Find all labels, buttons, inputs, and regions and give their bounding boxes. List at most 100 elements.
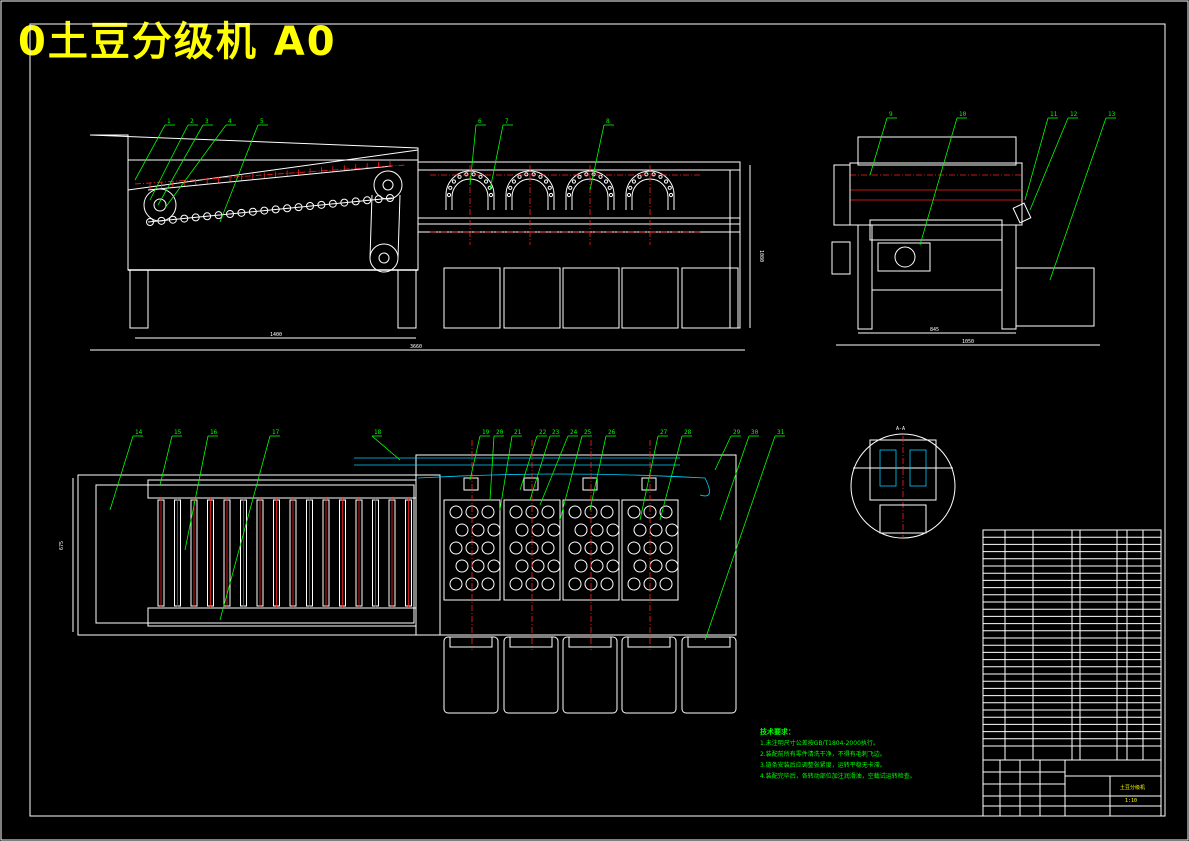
bin-side bbox=[562, 267, 620, 329]
screen-hole bbox=[531, 559, 545, 573]
drum-hole bbox=[631, 179, 637, 184]
screen-hole bbox=[606, 559, 620, 573]
balloon-label: 17 bbox=[272, 429, 280, 436]
balloon-label: 16 bbox=[210, 429, 218, 436]
screen-hole bbox=[590, 523, 604, 537]
drawing-scale: 1:10 bbox=[1125, 798, 1137, 804]
drum-hole bbox=[571, 179, 577, 184]
leader-line bbox=[149, 124, 189, 201]
bin-lip bbox=[627, 636, 671, 648]
balloon-label: 13 bbox=[1108, 111, 1116, 118]
drum-hole bbox=[667, 185, 672, 190]
drum-hole bbox=[608, 192, 614, 198]
collection-bins-plan bbox=[443, 636, 737, 714]
leader-line bbox=[589, 124, 605, 191]
leader-line bbox=[499, 435, 513, 511]
bin-side bbox=[681, 267, 739, 329]
screen-hole bbox=[547, 559, 561, 573]
notes-heading: 技术要求： bbox=[760, 728, 795, 736]
screen-hole bbox=[574, 559, 588, 573]
bin-plan bbox=[621, 636, 677, 714]
drum-hole bbox=[566, 192, 572, 198]
leader-line bbox=[469, 435, 481, 481]
drum-hole bbox=[524, 172, 529, 177]
leader-line bbox=[719, 435, 750, 521]
screen-hole bbox=[509, 577, 523, 591]
title-block: 土豆分级机 1:10 bbox=[982, 759, 1162, 817]
screen-hole bbox=[449, 577, 463, 591]
dim-1400: 1400 bbox=[270, 332, 282, 338]
balloon-label: 14 bbox=[135, 429, 143, 436]
screen-hole bbox=[606, 523, 620, 537]
drum-inner bbox=[571, 178, 609, 210]
drum-inner bbox=[511, 178, 549, 210]
drum-hole bbox=[464, 172, 469, 177]
leader-line bbox=[869, 117, 888, 176]
drum-hole bbox=[658, 174, 663, 179]
leader-line bbox=[519, 435, 538, 491]
leader-line bbox=[1049, 117, 1107, 281]
inner-border bbox=[29, 23, 1166, 817]
balloon-label: 5 bbox=[260, 118, 264, 125]
screen-hole bbox=[574, 523, 588, 537]
screen-hole bbox=[481, 541, 495, 555]
leader-line bbox=[1029, 117, 1069, 211]
screen-bracket bbox=[582, 477, 598, 491]
leader-line bbox=[157, 124, 204, 206]
screen-hole bbox=[665, 523, 679, 537]
drum-hole bbox=[637, 174, 642, 179]
bin-plan bbox=[681, 636, 737, 714]
leader-line bbox=[659, 435, 683, 521]
drum-hole bbox=[626, 192, 632, 198]
grading-screens bbox=[443, 440, 679, 650]
screen-hole bbox=[531, 523, 545, 537]
drum-shell bbox=[505, 170, 555, 210]
leader-line bbox=[159, 435, 173, 486]
leader-line bbox=[489, 124, 504, 191]
bin-lip bbox=[687, 636, 731, 648]
leader-line bbox=[134, 124, 166, 181]
collection-bins-side bbox=[443, 267, 739, 329]
drum-hole bbox=[644, 172, 649, 177]
balloon-label: 28 bbox=[684, 429, 692, 436]
screen-hole bbox=[649, 559, 663, 573]
bin-plan bbox=[562, 636, 618, 714]
balloon-label: 22 bbox=[539, 429, 547, 436]
screen-hole bbox=[627, 541, 641, 555]
balloon-label: 25 bbox=[584, 429, 592, 436]
screen-hole bbox=[541, 541, 555, 555]
drawing-title: 0土豆分级机 A0 bbox=[18, 19, 337, 65]
screen-hole bbox=[471, 559, 485, 573]
leader-line bbox=[1024, 117, 1049, 201]
drum-hole bbox=[451, 179, 457, 184]
leader-line bbox=[704, 435, 776, 641]
drum-hole bbox=[651, 172, 656, 177]
balloon-label: 24 bbox=[570, 429, 578, 436]
note-line-4: 4.装配完毕后，各转动部位加注润滑油，空载试运转检查。 bbox=[760, 773, 916, 780]
bin-plan bbox=[443, 636, 499, 714]
screen-hole bbox=[455, 559, 469, 573]
balloon-label: 21 bbox=[514, 429, 522, 436]
dim-845: 845 bbox=[930, 327, 939, 333]
screen-hole bbox=[633, 559, 647, 573]
drum-hole bbox=[538, 174, 543, 179]
balloon-label: 10 bbox=[959, 111, 967, 118]
bin-lip bbox=[449, 636, 493, 648]
leader-line bbox=[164, 124, 227, 209]
leader-line bbox=[371, 435, 401, 461]
drum-hole bbox=[483, 179, 489, 184]
leader-line bbox=[489, 435, 495, 501]
dim-1080: 1080 bbox=[758, 250, 764, 262]
screen-hole bbox=[633, 523, 647, 537]
dim-3660: 3660 bbox=[410, 344, 422, 350]
balloon-label: 15 bbox=[174, 429, 182, 436]
drum-hole bbox=[511, 179, 517, 184]
screen-hole bbox=[600, 505, 614, 519]
drum-shell bbox=[565, 170, 615, 210]
drum-hole bbox=[531, 172, 536, 177]
drum-hole bbox=[577, 174, 582, 179]
screen-hole bbox=[509, 505, 523, 519]
